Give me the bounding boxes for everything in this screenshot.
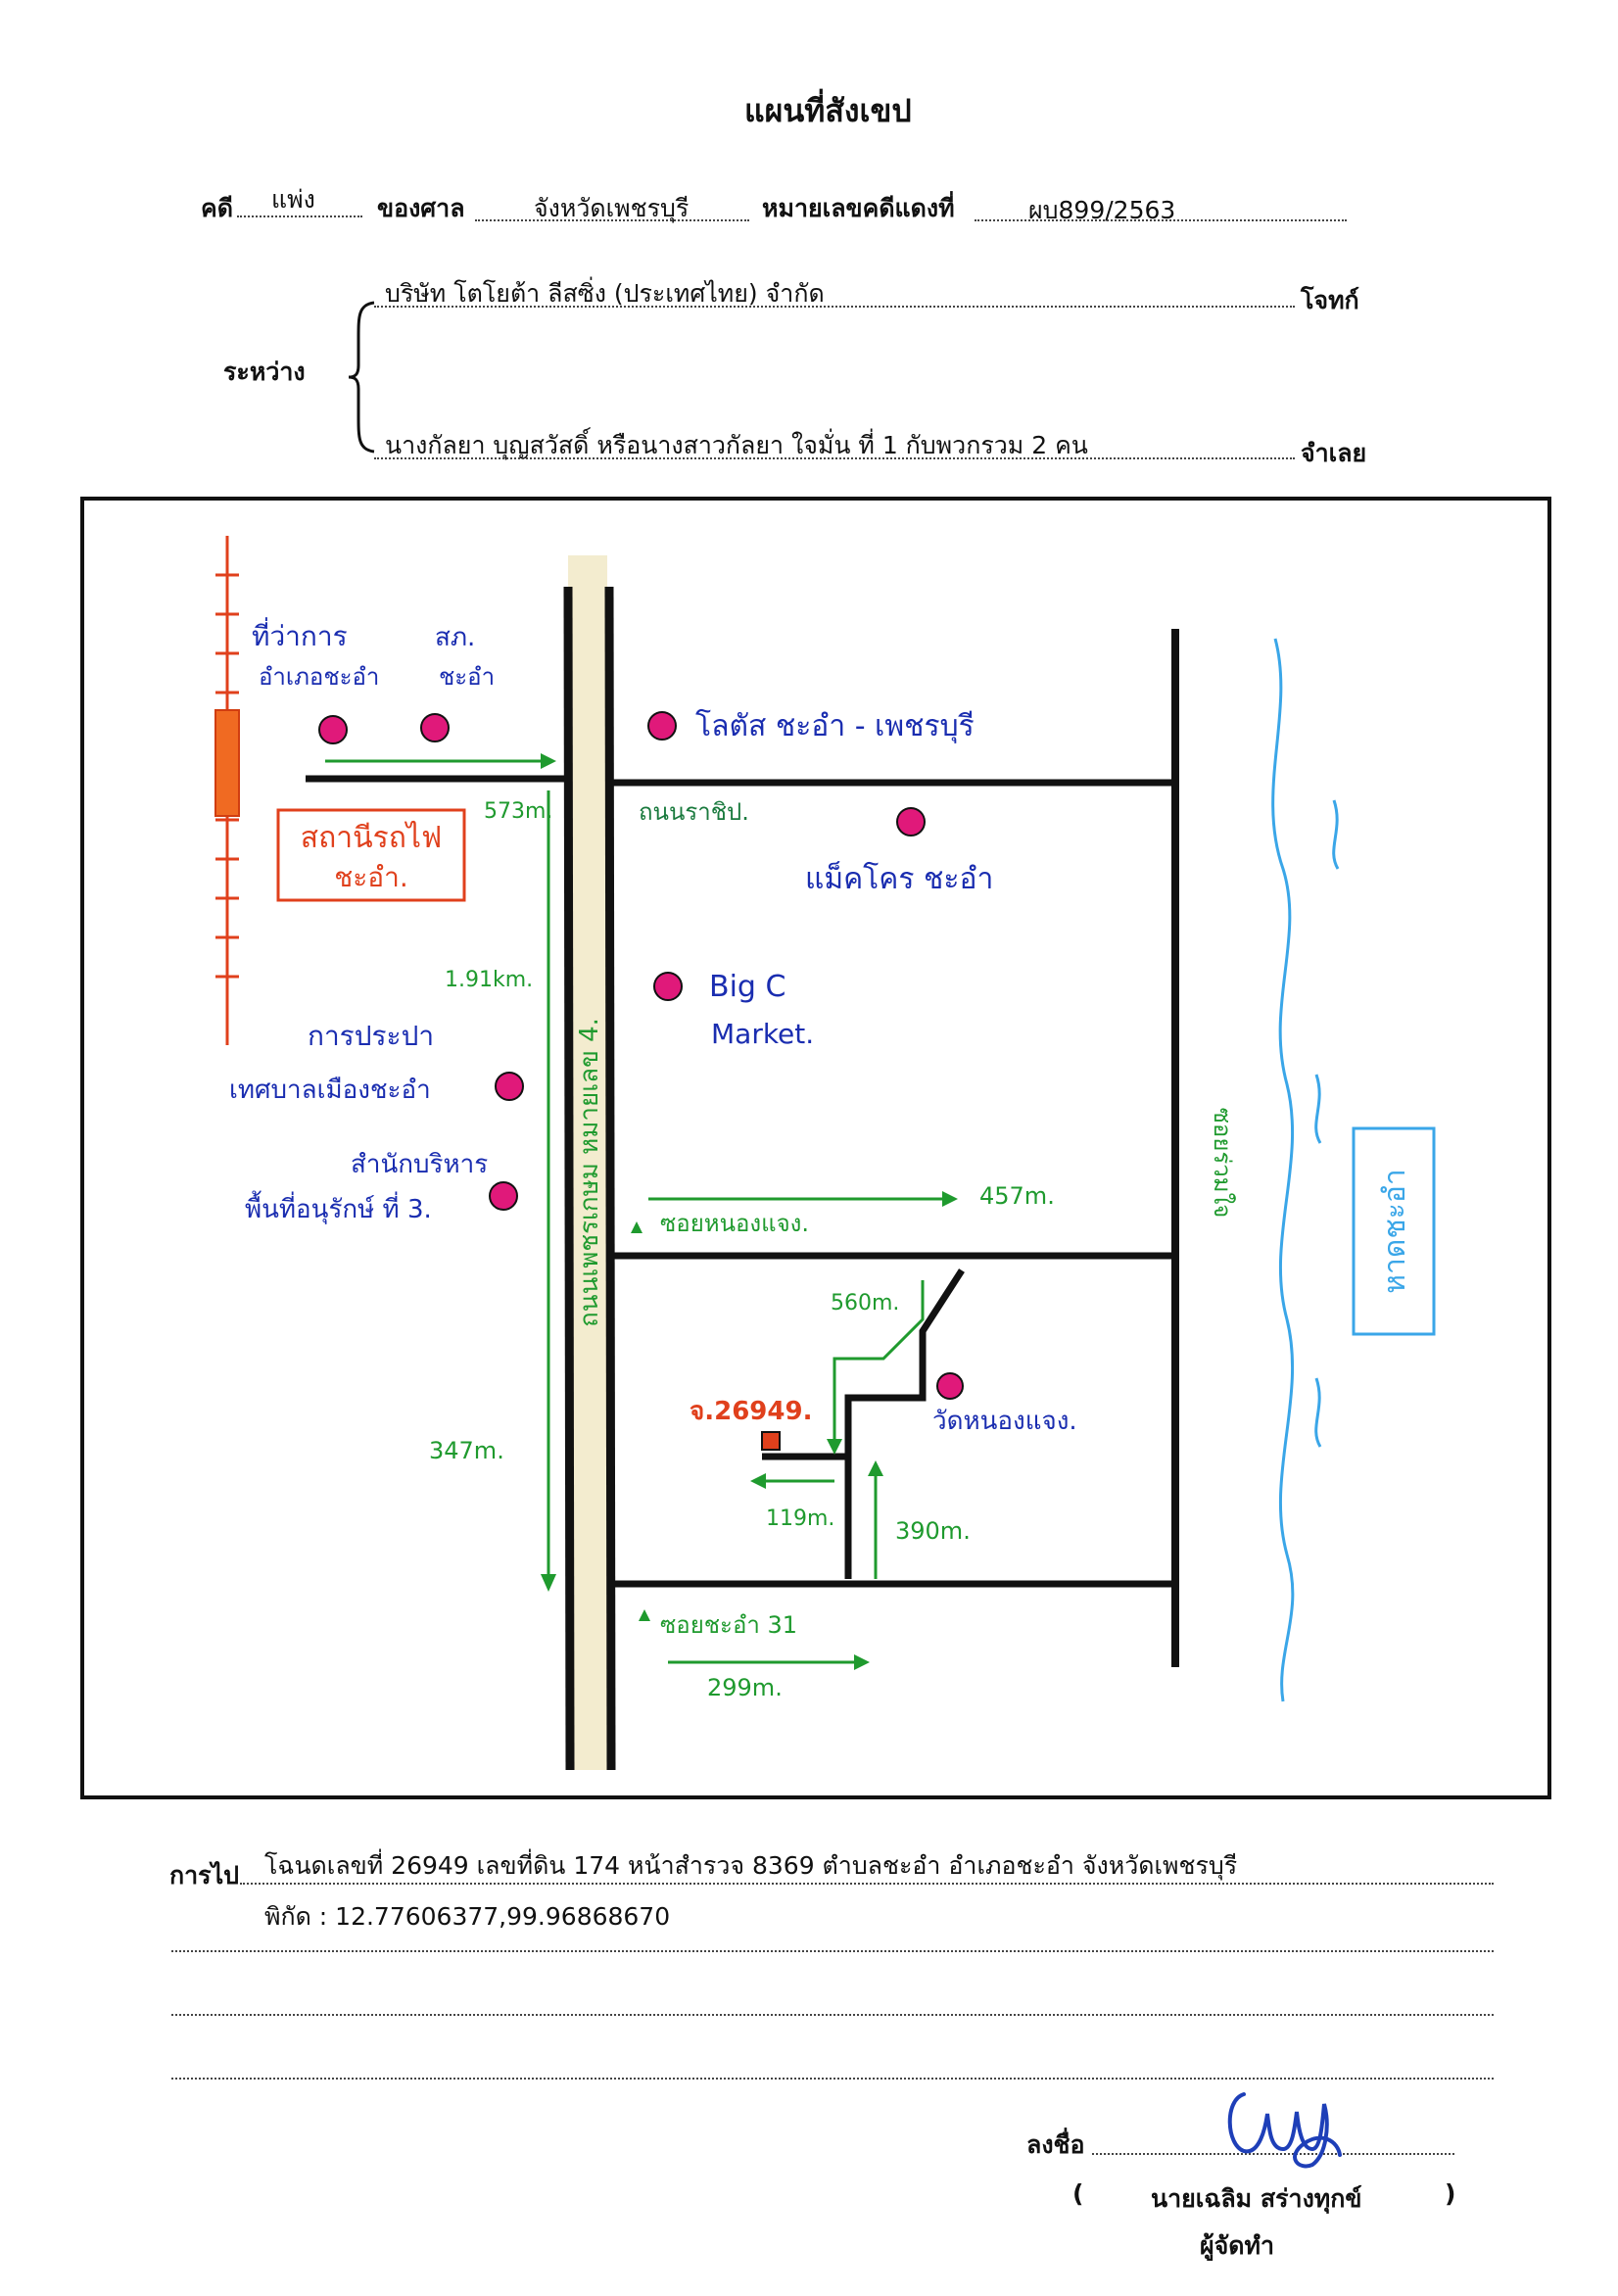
signer-role: ผู้จัดทำ — [1200, 2231, 1275, 2260]
train-station-box — [276, 808, 466, 902]
distance-560: 560m. — [831, 1291, 899, 1315]
sketch-map: หาดชะอำ สถานีรถไฟ ชะอำ. จ.26949. ที่ว่าก… — [80, 497, 1551, 1799]
bigc-marker — [653, 972, 683, 1001]
waterworks-marker — [495, 1072, 524, 1101]
highway-edge-left — [563, 586, 575, 1771]
court-name: จังหวัดเพชรบุรี — [534, 194, 690, 222]
soi-nong-chaeng-label: ซอยหนองแจง. — [660, 1210, 809, 1237]
case-type-line — [237, 215, 362, 217]
waterworks-label-2: เทศบาลเมืองชะอำ — [229, 1076, 431, 1105]
beach-label-box — [1352, 1126, 1436, 1336]
signature-close-paren: ) — [1445, 2179, 1456, 2208]
distance-457: 457m. — [979, 1182, 1055, 1210]
handwritten-signature — [1227, 2092, 1342, 2169]
directions-dotline-1 — [240, 1883, 1494, 1885]
court-name-line — [475, 219, 749, 221]
district-office-label-2: อำเภอชะอำ — [259, 663, 379, 691]
temple-marker — [936, 1372, 964, 1400]
police-label-1: สภ. — [435, 623, 475, 652]
red-number: ผบ899/2563 — [1028, 196, 1176, 224]
train-station-label-2: ชะอำ. — [334, 861, 407, 893]
police-label-2: ชะอำ — [439, 663, 495, 691]
defendant-name: นางกัลยา บุญสวัสดิ์ หรือนางสาวกัลยา ใจมั… — [385, 431, 1088, 459]
waterworks-label-1: การประปา — [308, 1020, 434, 1052]
soi-right-label: ซอยร่วมใจ — [1209, 1108, 1236, 1219]
between-label: ระหว่าง — [223, 358, 306, 386]
plaintiff-line — [374, 306, 1295, 308]
sign-line — [1092, 2153, 1454, 2155]
red-number-line — [975, 219, 1347, 221]
distance-390: 390m. — [895, 1517, 971, 1545]
main-highway-road — [568, 555, 609, 1770]
case-label: คดี — [201, 194, 233, 222]
plaintiff-name: บริษัท โตโยต้า ลีสซิ่ง (ประเทศไทย) จำกัด — [385, 279, 825, 308]
arrow-heads — [541, 753, 958, 1670]
directions-line-1: โฉนดเลขที่ 26949 เลขที่ดิน 174 หน้าสำรวจ… — [264, 1851, 1238, 1880]
ratchaphruek-label: ถนนราชิป. — [639, 798, 749, 826]
defendant-line — [374, 457, 1295, 459]
police-marker — [420, 713, 450, 742]
bigc-label-2: Market. — [711, 1018, 814, 1050]
office-label-2: พื้นที่อนุรักษ์ ที่ 3. — [245, 1190, 432, 1224]
distance-299: 299m. — [707, 1674, 783, 1701]
sign-label: ลงชื่อ — [1026, 2130, 1085, 2159]
train-station-label-1: สถานีรถไฟ — [301, 820, 442, 855]
highway-edge-right — [604, 586, 616, 1771]
makro-label: แม็คโคร ชะอำ — [805, 860, 993, 896]
case-type: แพ่ง — [271, 185, 315, 214]
beach-label: หาดชะอำ — [1378, 1169, 1412, 1293]
plot-marker — [761, 1431, 781, 1451]
beach-wave-2 — [1314, 799, 1340, 1448]
directions-dotline-4 — [171, 2078, 1494, 2080]
route-arrows — [325, 759, 942, 1664]
signature-open-paren: ( — [1072, 2179, 1084, 2208]
makro-marker — [896, 807, 926, 837]
directions-line-2: พิกัด : 12.77606377,99.96868670 — [264, 1902, 671, 1931]
red-number-label: หมายเลขคดีแดงที่ — [762, 194, 955, 222]
distance-573: 573m. — [484, 799, 552, 824]
district-office-label-1: ที่ว่าการ — [252, 617, 348, 652]
train-station-block — [214, 709, 240, 817]
directions-label: การไป — [169, 1861, 240, 1889]
signer-name: นายเฉลิม สร่างทุกข์ — [1151, 2184, 1362, 2213]
lotus-label: โลตัส ชะอำ - เพชรบุรี — [695, 708, 975, 744]
distance-119: 119m. — [766, 1507, 834, 1531]
map-frame — [80, 497, 1551, 1799]
distance-347: 347m. — [429, 1437, 504, 1464]
page-title: แผนที่สังเขป — [744, 92, 912, 129]
soi-cha-am-31-label: ซอยชะอำ 31 — [660, 1611, 797, 1639]
court-label: ของศาล — [377, 194, 465, 222]
highway-label: ถนนเพชรเกษม หมายเลข 4. — [575, 1018, 604, 1327]
bigc-label-1: Big C — [709, 970, 785, 1004]
office-label-1: สำนักบริหาร — [351, 1150, 488, 1179]
office-marker — [489, 1181, 518, 1211]
directions-dotline-3 — [171, 2014, 1494, 2016]
defendant-label: จำเลย — [1301, 439, 1367, 467]
distance-191: 1.91km. — [445, 968, 533, 992]
lotus-marker — [647, 711, 677, 741]
brace-icon — [348, 301, 375, 454]
plaintiff-label: โจทก์ — [1301, 286, 1359, 314]
district-office-marker — [318, 715, 348, 744]
temple-label: วัดหนองแจง. — [932, 1407, 1077, 1436]
beach-wave-1 — [1271, 638, 1295, 1702]
plot-label: จ.26949. — [690, 1397, 812, 1426]
directions-dotline-2 — [171, 1950, 1494, 1952]
